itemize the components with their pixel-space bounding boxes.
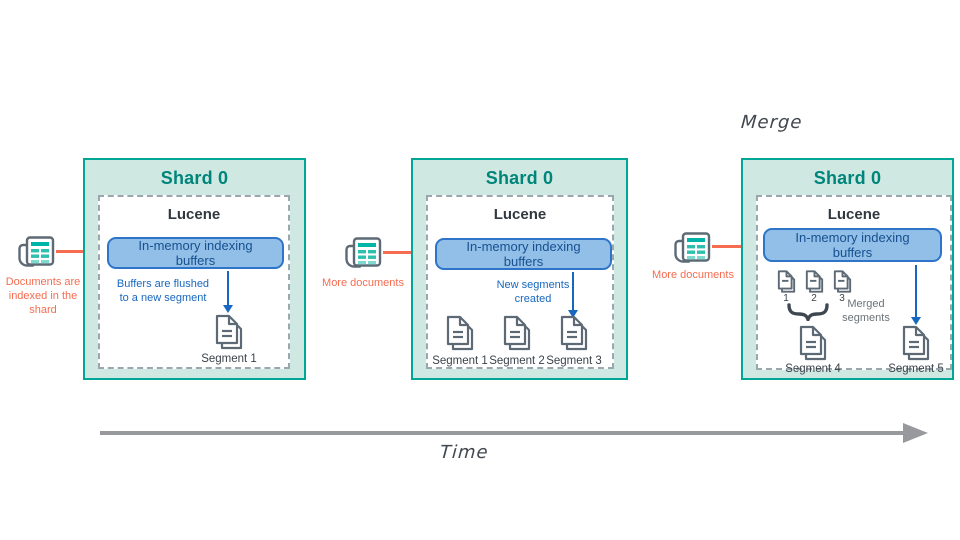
newspaper-document-icon: [16, 235, 56, 269]
newspaper-document-icon: [343, 236, 383, 270]
mini-segment-number: 1: [783, 293, 789, 304]
segment-label: Segment 1: [432, 355, 488, 367]
mini-segment-number: 2: [811, 293, 817, 304]
in-memory-buffers-box: In-memory indexing buffers: [435, 238, 612, 270]
input-caption: Documents are indexed in the shard: [5, 276, 81, 316]
merged-segments-note: Merged segments: [842, 298, 890, 325]
blue-down-arrow: [567, 272, 578, 318]
segment-label: Segment 4: [785, 363, 841, 375]
mini-segment-number: 3: [839, 293, 845, 304]
new-segments-note: New segments created: [496, 279, 570, 305]
flush-note: Buffers are flushed to a new segment: [116, 278, 210, 304]
document-pages-icon: [776, 270, 797, 293]
segment-label: Segment 5: [888, 363, 944, 375]
segment-label: Segment 3: [546, 355, 602, 367]
time-annotation: Time: [439, 442, 490, 463]
lucene-title: Lucene: [827, 206, 881, 223]
shard-panel-2: Shard 0 Lucene In-memory indexing buffer…: [411, 158, 628, 380]
document-pages-icon: [900, 325, 932, 361]
blue-down-arrow: [910, 265, 921, 325]
document-pages-icon: [213, 314, 245, 350]
time-arrow-line: [100, 431, 906, 435]
lucene-box: Lucene In-memory indexing buffers Buffer…: [98, 195, 290, 369]
shard-panel-3: Shard 0 Lucene In-memory indexing buffer…: [741, 158, 954, 380]
document-pages-icon: [501, 315, 533, 351]
curly-underbrace-icon: [786, 303, 830, 321]
document-pages-icon: [444, 315, 476, 351]
merge-annotation: Merge: [740, 112, 804, 133]
input-caption: More documents: [652, 269, 734, 281]
newspaper-document-icon: [672, 231, 712, 265]
time-arrow-head-icon: [903, 423, 928, 443]
in-memory-buffers-box: In-memory indexing buffers: [107, 237, 284, 269]
input-caption: More documents: [322, 277, 404, 289]
document-pages-icon: [797, 325, 829, 361]
shard-title: Shard 0: [160, 168, 229, 188]
document-pages-icon: [832, 270, 853, 293]
in-memory-buffers-box: In-memory indexing buffers: [763, 228, 942, 262]
blue-down-arrow: [222, 271, 233, 313]
document-pages-icon: [804, 270, 825, 293]
shard-panel-1: Shard 0 Lucene In-memory indexing buffer…: [83, 158, 306, 380]
lucene-box: Lucene In-memory indexing buffers: [756, 195, 952, 375]
lucene-box: Lucene In-memory indexing buffers New se…: [426, 195, 614, 369]
shard-title: Shard 0: [813, 168, 882, 188]
segment-label: Segment 1: [201, 353, 257, 365]
lucene-title: Lucene: [167, 206, 221, 223]
lucene-title: Lucene: [493, 206, 547, 223]
document-pages-icon: [558, 315, 590, 351]
segment-label: Segment 2: [489, 355, 545, 367]
shard-title: Shard 0: [485, 168, 554, 188]
